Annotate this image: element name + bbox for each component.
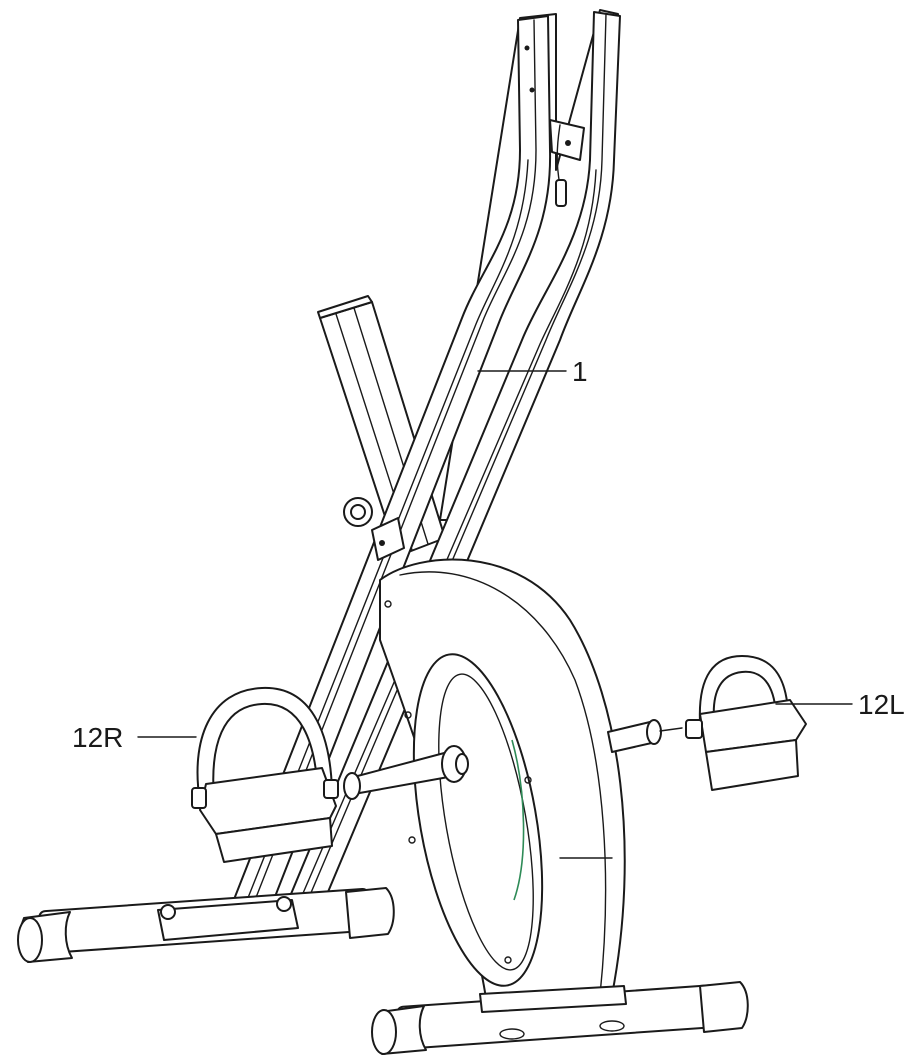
- flywheel-housing: [379, 558, 626, 999]
- pivot-hinge: [343, 497, 405, 561]
- left-pedal: [685, 655, 807, 791]
- callout-label-12l: 12L: [858, 689, 905, 720]
- right-crank-arm: [343, 745, 469, 800]
- main-frame: [221, 9, 621, 931]
- callout-label-1: 1: [572, 356, 588, 387]
- right-pedal: [191, 686, 339, 863]
- callout-label-12r: 12R: [72, 722, 123, 753]
- front-base-stabilizer: [371, 981, 749, 1055]
- left-crank-arm: [607, 719, 683, 753]
- rear-base-stabilizer: [17, 887, 395, 963]
